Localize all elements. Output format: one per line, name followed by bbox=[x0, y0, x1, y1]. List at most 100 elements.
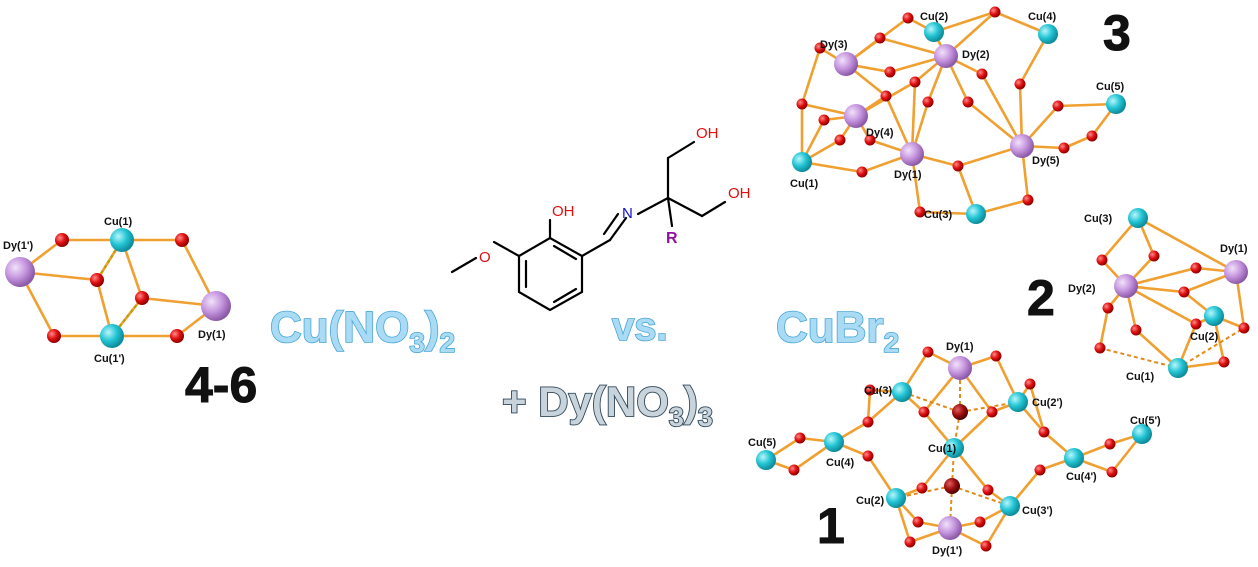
atom-br bbox=[952, 404, 968, 420]
atom-o bbox=[990, 350, 1002, 362]
atom-o bbox=[1190, 262, 1202, 274]
atom-cu bbox=[924, 22, 944, 42]
atom-o bbox=[989, 6, 1001, 18]
label-labels_1-cu4: Cu(4) bbox=[826, 457, 854, 469]
atom-o bbox=[864, 384, 876, 396]
label-labels_2-dy1: Dy(1) bbox=[1220, 243, 1248, 255]
atom-o bbox=[922, 346, 934, 358]
label-labels_1-dy1: Dy(1) bbox=[946, 341, 974, 353]
atom-o bbox=[856, 166, 868, 178]
atom-o bbox=[916, 482, 928, 494]
atom-dy bbox=[834, 52, 858, 76]
atom-o bbox=[1178, 286, 1190, 298]
atom-cu bbox=[966, 204, 986, 224]
reagent-dy-nitrate: + Dy(NO3)3 bbox=[502, 378, 713, 432]
label-labels_1-dy1p: Dy(1') bbox=[932, 545, 962, 557]
atom-dy bbox=[934, 44, 958, 68]
atom-o bbox=[914, 206, 926, 218]
atom-o bbox=[814, 42, 826, 54]
atom-cu bbox=[1000, 496, 1020, 516]
compound-label-3: 3 bbox=[1103, 5, 1131, 61]
atom-o bbox=[1148, 250, 1160, 262]
label-labels_3-cu1: Cu(1) bbox=[790, 178, 818, 190]
atom-dy bbox=[900, 142, 924, 166]
bond bbox=[1028, 382, 1046, 434]
atom-dy bbox=[1010, 134, 1034, 158]
compound-label-2: 2 bbox=[1027, 270, 1055, 326]
atom-cu bbox=[944, 438, 964, 458]
atom-o bbox=[1190, 318, 1202, 330]
label-labels_3-cu4: Cu(4) bbox=[1028, 11, 1056, 23]
label-labels_2-cu1: Cu(1) bbox=[1126, 371, 1154, 383]
bond bbox=[1124, 266, 1198, 288]
label-labels_1-cu2p: Cu(2') bbox=[1032, 397, 1063, 409]
bond bbox=[800, 46, 822, 106]
label-labels_2-dy2: Dy(2) bbox=[1068, 283, 1096, 295]
atom-cu bbox=[110, 228, 134, 252]
atom-o bbox=[834, 134, 846, 146]
bond bbox=[800, 160, 864, 174]
label-labels_1-cu5p: Cu(5') bbox=[1130, 415, 1161, 427]
label-labels_1-cu2: Cu(2) bbox=[856, 495, 884, 507]
label-labels_1-cu1: Cu(1) bbox=[928, 443, 956, 455]
atom-cu bbox=[1038, 24, 1058, 44]
atom-o bbox=[796, 98, 808, 110]
label-labels_2-cu3: Cu(3) bbox=[1084, 213, 1112, 225]
atom-o bbox=[170, 329, 184, 343]
atom-o bbox=[922, 96, 934, 108]
label-labels_3-cu2: Cu(2) bbox=[920, 11, 948, 23]
label-labels_3-dy2: Dy(2) bbox=[962, 49, 990, 61]
ligand-oh-right: OH bbox=[728, 185, 751, 202]
contact-dashed bbox=[901, 391, 961, 413]
atom-o bbox=[976, 68, 988, 80]
bond bbox=[1124, 284, 1198, 326]
atom-o bbox=[1104, 438, 1116, 450]
atom-o bbox=[1238, 322, 1250, 334]
atom-o bbox=[90, 273, 104, 287]
atom-cu bbox=[100, 324, 124, 348]
bond bbox=[910, 80, 917, 156]
atom-br bbox=[944, 478, 960, 494]
compound-label-4-6: 4-6 bbox=[185, 357, 257, 413]
atom-o bbox=[982, 484, 994, 496]
atom-cu bbox=[1168, 358, 1188, 378]
atom-cu bbox=[1008, 392, 1028, 412]
atom-o bbox=[952, 160, 964, 172]
atom-o bbox=[974, 516, 986, 528]
label-labels_3-cu3: Cu(3) bbox=[924, 209, 952, 221]
atom-cu bbox=[1064, 448, 1084, 468]
ligand-r-group: R bbox=[666, 230, 678, 247]
atom-dy bbox=[844, 104, 868, 128]
ligand-oh-phenol: OH bbox=[552, 203, 575, 220]
bond bbox=[1098, 306, 1110, 350]
atom-o bbox=[986, 406, 998, 418]
atom-o bbox=[1024, 378, 1036, 390]
atom-cu bbox=[1132, 424, 1152, 444]
label-labels_3-dy5: Dy(5) bbox=[1032, 155, 1060, 167]
atom-cu bbox=[1106, 94, 1126, 114]
atom-o bbox=[902, 12, 914, 24]
atom-o bbox=[818, 114, 830, 126]
reagent-cu-nitrate: Cu(NO3)2 bbox=[270, 303, 455, 358]
label-labels_3-dy4: Dy(4) bbox=[866, 127, 894, 139]
atom-cu bbox=[886, 488, 906, 508]
atom-dy bbox=[201, 291, 231, 321]
atom-o bbox=[135, 291, 149, 305]
contact-dashed bbox=[951, 485, 1011, 507]
bond bbox=[1136, 216, 1238, 274]
atom-cu bbox=[756, 450, 776, 470]
atom-dy bbox=[1114, 274, 1138, 298]
label-dy1: Dy(1) bbox=[198, 329, 226, 341]
structure-1: Dy(1)Cu(3)Cu(2')Cu(5')Cu(5)Cu(4)Cu(1)Cu(… bbox=[748, 341, 1161, 557]
compound-label-1: 1 bbox=[817, 498, 845, 554]
label-labels_3-dy3: Dy(3) bbox=[820, 39, 848, 51]
bond bbox=[980, 72, 1024, 148]
structure-3: Cu(2)Cu(4)Dy(3)Dy(2)Cu(5)Dy(4)Cu(1)Dy(1)… bbox=[790, 6, 1126, 224]
structure-4-6: Cu(1) Dy(1') Dy(1) Cu(1') bbox=[3, 216, 231, 365]
atom-cu bbox=[1204, 306, 1224, 326]
ligand-imine-n: N bbox=[622, 205, 633, 222]
atom-o bbox=[862, 450, 874, 462]
label-labels_3-dy1: Dy(1) bbox=[894, 169, 922, 181]
label-dy1p: Dy(1') bbox=[3, 240, 33, 252]
